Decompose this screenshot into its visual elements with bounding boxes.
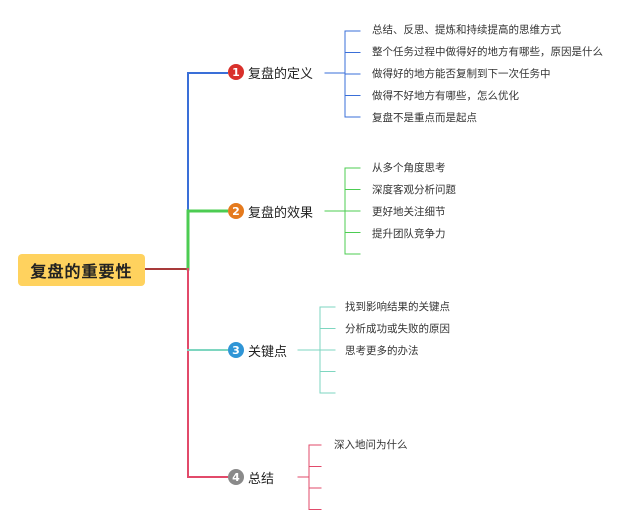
branch-label: 关键点 (248, 344, 288, 360)
root-node[interactable]: 复盘的重要性 (18, 254, 145, 286)
leaf-node[interactable]: 更好地关注细节 (372, 206, 446, 218)
leaf-node[interactable]: 总结、反思、提炼和持续提高的思维方式 (372, 24, 561, 36)
leaf-node[interactable]: 从多个角度思考 (372, 162, 446, 174)
leaf-node[interactable]: 整个任务过程中做得好的地方有哪些，原因是什么 (372, 46, 603, 58)
leaf-node[interactable]: 做得好的地方能否复制到下一次任务中 (372, 68, 551, 80)
root-label: 复盘的重要性 (30, 262, 133, 281)
branch-label: 复盘的效果 (248, 205, 314, 221)
branch-label: 复盘的定义 (248, 66, 314, 82)
leaf-node[interactable]: 思考更多的办法 (345, 345, 419, 357)
branch-node-key-points[interactable]: 3 关键点 (228, 339, 288, 361)
branch-node-definition[interactable]: 1 复盘的定义 (228, 61, 314, 83)
branch-node-effect[interactable]: 2 复盘的效果 (228, 200, 314, 222)
number-badge-icon: 1 (228, 64, 244, 80)
leaf-node[interactable]: 分析成功或失败的原因 (345, 323, 450, 335)
leaf-node[interactable]: 深入地问为什么 (334, 439, 408, 451)
number-badge-icon: 2 (228, 203, 244, 219)
branch-node-summary[interactable]: 4 总结 (228, 466, 275, 488)
number-badge-icon: 3 (228, 342, 244, 358)
number-badge-icon: 4 (228, 469, 244, 485)
leaf-node[interactable]: 找到影响结果的关键点 (345, 301, 450, 313)
leaf-node[interactable]: 深度客观分析问题 (372, 184, 456, 196)
leaf-node[interactable]: 做得不好地方有哪些，怎么优化 (372, 90, 519, 102)
branch-label: 总结 (248, 471, 275, 487)
leaf-node[interactable]: 提升团队竞争力 (372, 228, 446, 240)
leaf-node[interactable]: 复盘不是重点而是起点 (372, 112, 477, 124)
